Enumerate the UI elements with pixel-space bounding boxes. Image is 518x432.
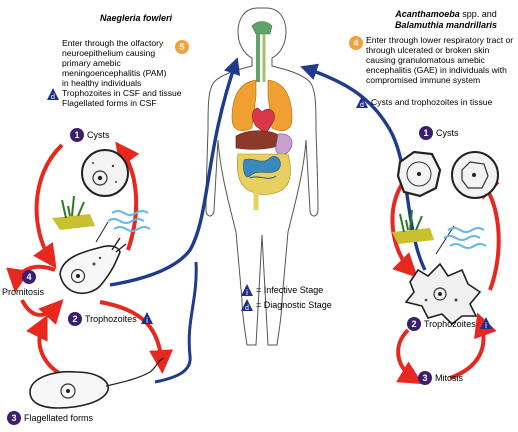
legend-infective-label: = Infective Stage: [256, 285, 324, 295]
naegleria-cyst-illustration: [81, 149, 129, 197]
left-step-4-marker: 4: [22, 270, 36, 284]
promitosis-label: Promitosis: [2, 287, 45, 297]
flagellated-form-illustration: [29, 357, 165, 409]
svg-text:d: d: [245, 305, 249, 312]
left-entry-text: Enter through the olfactory neuroepithel…: [62, 38, 167, 88]
legend-diagnostic-icon: d: [241, 299, 253, 312]
right-diagnostic-icon: d: [356, 96, 368, 109]
svg-text:d: d: [360, 102, 364, 109]
left-step-3-marker: 3: [7, 411, 21, 425]
human-body-illustration: [205, 7, 319, 346]
right-organism-conjunction: spp. and: [462, 9, 497, 19]
left-diagnostic-icon: d: [47, 88, 59, 101]
left-habitat-illustration: [52, 195, 151, 243]
right-step-1-marker: 1: [419, 126, 433, 140]
acanthamoeba-cyst-illustration: [396, 150, 442, 198]
path-arrow-trophozoite-to-nose: [109, 57, 241, 287]
left-step-1-marker: 1: [70, 128, 84, 142]
svg-text:i: i: [246, 288, 248, 297]
legend-diagnostic-label: = Diagnostic Stage: [256, 300, 332, 310]
right-cysts-label: Cysts: [436, 128, 459, 138]
right-step-2-marker: 2: [407, 317, 421, 331]
right-habitat-illustration: [392, 209, 487, 255]
path-arrow-flagellate-join: [154, 261, 198, 384]
acanthamoeba-trophozoite-illustration: [404, 262, 482, 326]
right-organism-genus: Acanthamoeba: [395, 9, 460, 19]
naegleria-trophozoite-illustration: [59, 237, 127, 295]
left-organism-title: Naegleria fowleri: [99, 13, 173, 23]
left-diagnostic-text-2: Flagellated forms in CSF: [62, 98, 157, 108]
right-diagnostic-text: Cysts and trophozoites in tissue: [371, 97, 493, 107]
left-cysts-label: Cysts: [87, 130, 110, 140]
left-diagnostic-text-1: Trophozoites in CSF and tissue: [62, 88, 182, 98]
left-step-5-marker: 5: [175, 40, 189, 54]
mitosis-label: Mitosis: [435, 373, 464, 383]
flagellated-forms-label: Flagellated forms: [24, 413, 94, 423]
left-infective-stage-icon: i: [141, 312, 153, 325]
right-step-3-marker: 3: [418, 371, 432, 385]
left-step-2-marker: 2: [68, 312, 82, 326]
right-infective-stage-icon: i: [480, 317, 492, 330]
right-step-4-marker: 4: [349, 36, 363, 50]
balamuthia-cyst-illustration: [451, 151, 499, 199]
left-trophozoites-label: Trophozoites: [85, 314, 137, 324]
right-organism-title-line-2: Balamuthia mandrillaris: [394, 20, 498, 30]
svg-text:i: i: [485, 321, 487, 330]
right-organism-title-line-1: Acanthamoeba spp. and: [376, 9, 516, 20]
legend-infective-icon: i: [241, 284, 253, 297]
right-entry-text: Enter through lower respiratory tract or…: [366, 35, 514, 85]
svg-text:i: i: [146, 316, 148, 325]
svg-text:d: d: [51, 94, 55, 101]
right-trophozoites-label: Trophozoites: [424, 319, 476, 329]
